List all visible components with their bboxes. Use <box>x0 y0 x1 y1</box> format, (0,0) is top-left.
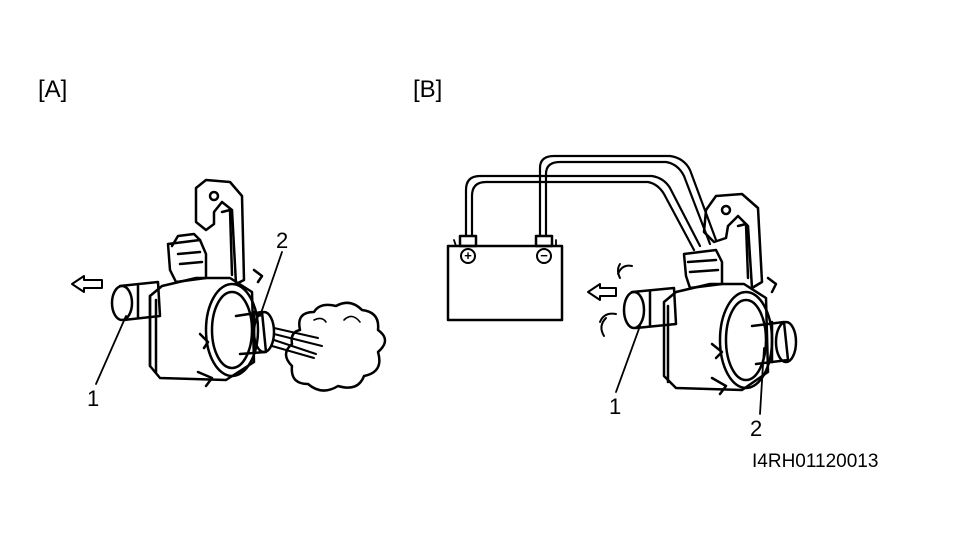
callout-1-b: 1 <box>609 394 622 419</box>
flow-arrow-b <box>587 283 617 301</box>
battery <box>446 234 564 322</box>
no-flow-mark-top <box>617 263 633 279</box>
port-1 <box>118 280 162 322</box>
callout-2-a: 2 <box>276 228 289 253</box>
panel-b-valve <box>622 192 798 396</box>
valve-body <box>662 282 770 392</box>
leader-1-a <box>95 315 127 385</box>
leader-2-a <box>259 251 283 317</box>
battery-plus-sign: + <box>464 248 472 263</box>
battery-wires <box>464 154 718 252</box>
valve-bracket <box>194 178 246 286</box>
panel-b-label: [B] <box>413 76 443 103</box>
port-2 <box>234 310 268 356</box>
figure-code: I4RH01120013 <box>752 451 879 472</box>
valve-flange <box>204 282 260 378</box>
battery-minus-sign: − <box>540 248 548 263</box>
battery-negative-terminal <box>534 234 554 248</box>
no-flow-mark-bottom <box>599 312 617 337</box>
leader-1-b <box>615 325 641 393</box>
callout-2-b: 2 <box>750 416 763 441</box>
air-cloud <box>284 301 387 392</box>
callout-1-a: 1 <box>87 386 100 411</box>
leader-2-b <box>759 347 765 415</box>
valve-bracket <box>702 192 764 290</box>
panel-a-valve <box>110 178 276 388</box>
battery-positive-terminal <box>458 234 478 248</box>
panel-a-label: [A] <box>38 76 68 103</box>
air-stream-a <box>271 327 323 359</box>
valve-flange <box>718 290 774 390</box>
flow-arrow-a <box>71 275 103 293</box>
port-1 <box>630 286 678 330</box>
